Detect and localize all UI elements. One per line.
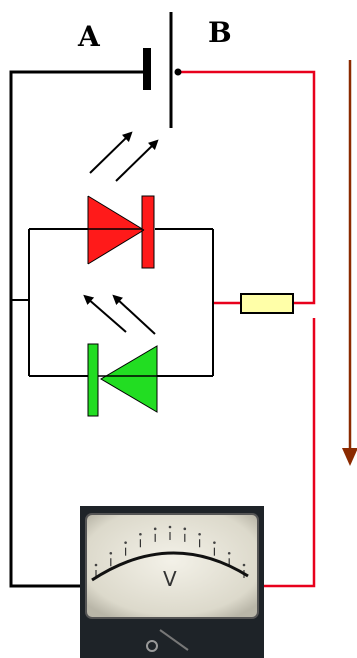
resistor-icon <box>240 293 294 314</box>
meter-unit-symbol: V <box>163 567 177 591</box>
terminal-label-a: A <box>77 20 101 53</box>
meter-tick-mark <box>213 541 216 544</box>
meter-tick-mark <box>198 532 201 536</box>
led-red-icon <box>87 131 159 269</box>
meter-tick-mark <box>168 525 172 529</box>
arrow-down-icon <box>342 60 357 466</box>
terminal-label-b: B <box>208 16 232 49</box>
red-wire <box>174 68 316 588</box>
meter-tick-mark <box>242 563 246 567</box>
diode-branch-wires <box>11 228 214 377</box>
led-green-icon <box>83 294 158 417</box>
meter-tick-mark <box>109 551 113 555</box>
meter-tick-mark <box>153 527 157 531</box>
meter-tick-mark <box>227 551 231 555</box>
battery-icon <box>143 12 173 128</box>
meter-tick-mark <box>139 532 142 536</box>
meter-tick-mark <box>124 541 127 544</box>
meter-adjust-screw <box>146 640 158 652</box>
voltmeter-icon: V <box>80 506 264 658</box>
meter-tick-mark <box>183 527 187 531</box>
black-wire <box>9 70 143 588</box>
meter-tick-mark <box>94 563 98 567</box>
